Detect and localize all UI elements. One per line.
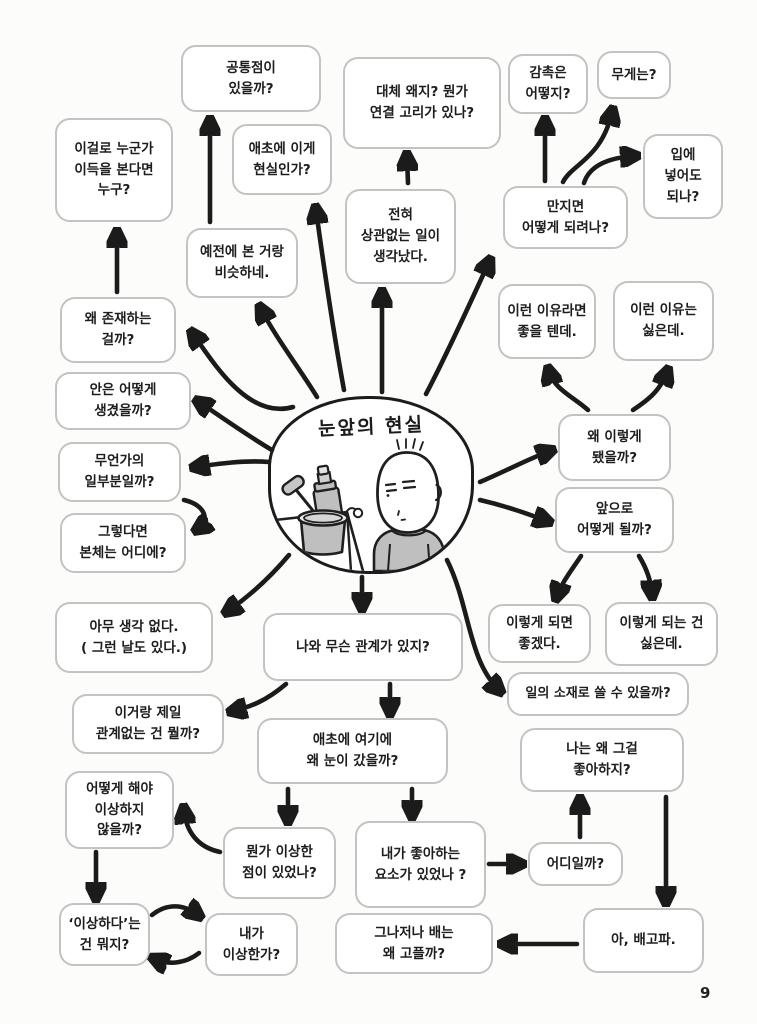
thought-box-what-relation: 나와 무슨 관계가 있지? [263, 613, 463, 681]
page-number: 9 [700, 984, 711, 1002]
arrow-bubble-to-seen [261, 309, 320, 400]
arrow-part-to-main-body [181, 497, 205, 529]
arrow-touch-to-mouth [581, 156, 634, 186]
thought-box-am-i-strange: 내가 이상한가? [205, 913, 298, 976]
arrow-bubble-to-real [316, 210, 347, 393]
hair-strands [396, 438, 424, 451]
arrow-future-to-hope [557, 553, 584, 596]
eyes [384, 479, 417, 493]
bald-man-illustration [372, 438, 446, 571]
tool-cup-and-man-illustration [273, 438, 446, 571]
thought-box-good-reason: 이런 이유라면 좋을 텐데. [498, 284, 596, 359]
thought-box-why-became-this: 왜 이렇게 됐을까? [558, 414, 671, 481]
thought-box-unrelated-thought: 전혀 상관없는 일이 생각났다. [345, 189, 456, 284]
arrow-touch-to-weight [560, 112, 612, 185]
head [376, 451, 440, 534]
thought-box-favorite-element: 내가 좋아하는 요소가 있었나 ? [355, 821, 486, 908]
arrow-future-to-hate [636, 553, 652, 594]
thought-box-weight: 무게는? [597, 51, 671, 99]
ear [434, 483, 443, 502]
thought-box-is-this-real: 애초에 이게 현실인가? [232, 124, 332, 195]
arrow-cycle-to-am-i [149, 906, 198, 915]
thought-box-hate-this-happens: 이렇게 되는 건 싫은데. [605, 602, 718, 666]
arrow-became-to-bad-reason [630, 372, 667, 413]
sleeve-lines [387, 543, 431, 571]
arrow-bubble-to-part [196, 461, 272, 467]
thought-box-part-of-something: 무언가의 일부분일까? [58, 442, 181, 502]
thought-box-bad-reason: 이런 이유는 싫은데. [613, 281, 714, 361]
thought-box-what-if-touch: 만지면 어떻게 되려나? [503, 186, 628, 249]
thought-box-put-in-mouth: 입에 넣어도 되나? [643, 134, 723, 219]
thought-box-work-material: 일의 소재로 쓸 수 있을까? [507, 672, 689, 716]
thought-box-how-not-strange: 어떻게 해야 이상하지 않을까? [65, 771, 174, 849]
nose-mouth [397, 510, 406, 521]
arrow-bubble-to-exist [193, 334, 296, 412]
thought-box-who-benefits: 이걸로 누군가 이득을 본다면 누구? [55, 118, 173, 222]
arrow-bubble-to-inside [199, 402, 275, 453]
thought-box-why-connection: 대체 왜지? 뭔가 연결 고리가 있나? [343, 57, 501, 149]
thought-box-where-is-it: 어디일까? [528, 842, 623, 886]
arrow-bubble-to-why-became [477, 451, 550, 485]
thought-box-why-exist: 왜 존재하는 걸까? [60, 297, 176, 363]
thought-box-something-strange: 뭔가 이상한 점이 있었나? [223, 827, 336, 899]
thought-box-no-thoughts: 아무 생각 없다. ( 그런 날도 있다.) [55, 602, 213, 673]
arrow-strange-to-how-not [184, 810, 223, 855]
central-bubble: 눈앞의 현실 [268, 396, 474, 574]
eye-dot [386, 494, 390, 497]
thought-box-what-future: 앞으로 어떻게 될까? [555, 487, 674, 553]
thought-box-why-hungry: 그나저나 배는 왜 고플까? [335, 913, 493, 974]
arrow-relation-to-most-unrelated [233, 681, 289, 711]
thought-box-hope-this-happens: 이렇게 되면 좋겠다. [488, 604, 591, 663]
thought-box-why-eyes-went: 애초에 여기에 왜 눈이 갔을까? [257, 718, 448, 784]
thought-box-where-main-body: 그렇다면 본체는 어디에? [60, 513, 186, 573]
arrow-became-to-good-reason [549, 371, 591, 413]
tool-cup-icon [297, 509, 349, 556]
thought-box-seen-before: 예전에 본 거랑 비슷하네. [186, 228, 298, 298]
arrow-bubble-to-future [477, 497, 547, 521]
thought-box-why-do-i-like: 나는 왜 그걸 좋아하지? [520, 728, 684, 792]
thought-box-texture: 감촉은 어떻지? [508, 54, 588, 114]
thought-box-what-is-strange: ‘이상하다’는 건 뭐지? [59, 903, 150, 966]
collar-line [391, 529, 427, 537]
thought-box-ah-hungry: 아, 배고파. [583, 908, 704, 973]
thought-box-inside-look: 안은 어떻게 생겼을까? [55, 372, 191, 430]
thought-box-most-unrelated: 이거랑 제일 관계없는 건 뭘까? [72, 694, 224, 754]
wire-loop-icon [343, 507, 364, 519]
arrow-unrelated-to-connection [407, 157, 408, 186]
thought-box-common-points: 공통점이 있을까? [181, 45, 321, 112]
arrow-cycle-to-what-strange [155, 950, 202, 963]
